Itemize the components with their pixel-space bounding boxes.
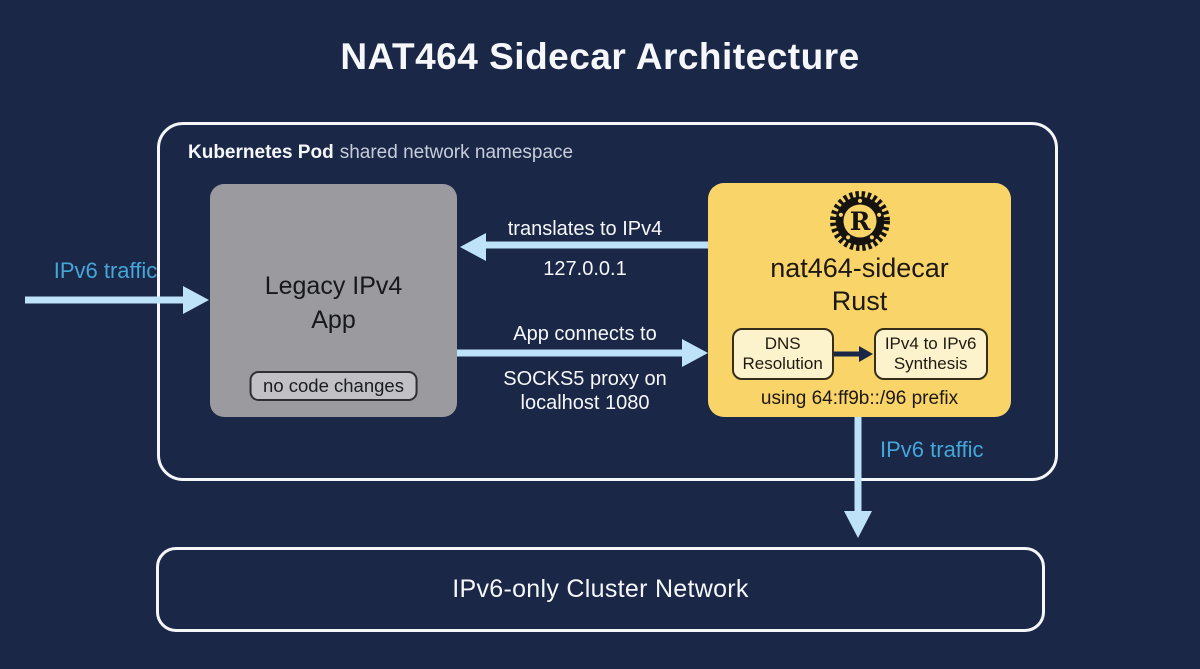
rust-logo-icon: R	[829, 191, 890, 251]
loopback-address-label: 127.0.0.1	[543, 258, 627, 280]
cluster-network-label: IPv6-only Cluster Network	[452, 575, 749, 603]
no-code-changes-badge: no code changes	[249, 371, 418, 401]
svg-text:R: R	[849, 207, 870, 236]
sidecar-box: R nat464-sidecar Rust DNS Resolution IPv…	[708, 183, 1011, 417]
ipv4-to-ipv6-synthesis-box: IPv4 to IPv6 Synthesis	[873, 328, 988, 381]
pod-label-rest: shared network namespace	[339, 142, 574, 163]
prefix-note: using 64:ff9b::/96 prefix	[760, 388, 959, 410]
egress-traffic-label: IPv6 traffic	[880, 437, 984, 462]
translate-label: translates to IPv4	[507, 218, 663, 240]
dns-to-synthesis-arrow-icon	[833, 346, 873, 363]
legacy-app-title: Legacy IPv4 App	[264, 272, 403, 334]
sidecar-flow: DNS Resolution IPv4 to IPv6 Synthesis	[731, 328, 988, 381]
cluster-network-box: IPv6-only Cluster Network	[156, 547, 1045, 632]
legacy-app-box: Legacy IPv4 App no code changes	[210, 184, 457, 417]
dns-resolution-box: DNS Resolution	[731, 328, 834, 381]
sidecar-language: Rust	[831, 286, 888, 317]
ingress-traffic-label: IPv6 traffic	[53, 258, 158, 283]
socks-proxy-label: SOCKS5 proxy on localhost 1080	[503, 368, 667, 415]
sidecar-name: nat464-sidecar	[770, 253, 949, 283]
page-title: NAT464 Sidecar Architecture	[340, 36, 860, 77]
connect-label: App connects to	[513, 323, 657, 345]
pod-label-bold: Kubernetes Pod	[188, 142, 334, 163]
